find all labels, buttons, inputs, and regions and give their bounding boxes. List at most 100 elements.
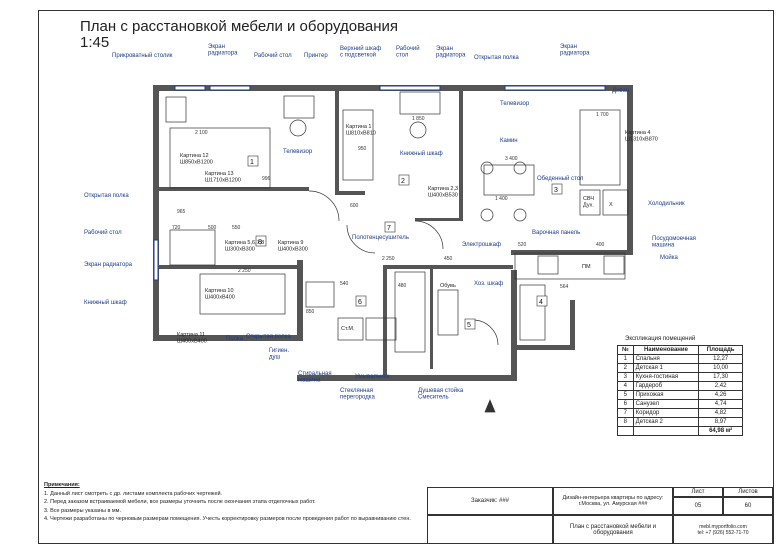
bed-2	[342, 109, 374, 181]
desk-1	[283, 95, 315, 119]
row-num: 7	[617, 408, 634, 418]
sheet-title-cell: План с расстановкой мебели и оборудовани…	[553, 515, 673, 544]
dim: 2 250	[238, 268, 251, 274]
row-name: Кухня-гостиная	[632, 372, 700, 382]
dining-chair	[513, 161, 527, 175]
room-number: 1	[250, 159, 254, 166]
row-name: Детская 2	[632, 417, 700, 427]
label-x: Х	[609, 202, 613, 208]
label-electric-oven: Электрошкаф	[462, 242, 501, 248]
label-stm: Ст.М.	[341, 326, 355, 332]
label-pm: ПМ	[582, 264, 591, 270]
row-num: 5	[617, 390, 634, 400]
desk-3	[169, 229, 216, 266]
dim: 2 100	[195, 130, 208, 136]
row-area: 8,97	[698, 417, 743, 427]
room-number: 2	[401, 178, 405, 185]
row-area: 10,00	[698, 363, 743, 373]
header-name: Наименование	[632, 345, 700, 355]
cooktop	[537, 255, 559, 275]
plan-scale: 1:45	[80, 34, 110, 51]
client: Заказчик: ###	[471, 498, 509, 504]
room-number: 5	[467, 322, 471, 329]
row-name: Гардероб	[632, 381, 700, 391]
project: Дизайн-интерьера квартиры по адресу: г.М…	[562, 495, 664, 507]
label-shelf: Полка	[226, 336, 244, 342]
dimension-labels: 2 100 996 1 850 950 1 400 2 250 1 700 96…	[172, 112, 609, 315]
row-name: Прихожая	[632, 390, 700, 400]
washing-machine-box	[337, 317, 364, 341]
label-sink: Мойка	[660, 254, 679, 261]
kitchen-counter	[514, 252, 626, 280]
dim: 540	[340, 281, 349, 287]
dim: 950	[358, 146, 367, 152]
dim: 965	[177, 209, 186, 215]
dim: 600	[350, 203, 359, 209]
note-item: 4. Чертежи разработаны по черновым разме…	[44, 516, 411, 523]
label-shoes: Обувь	[440, 283, 456, 289]
label-hoz-cabinet: Хоз. шкаф	[474, 281, 503, 287]
label-fireplace: Камин	[500, 138, 518, 144]
desk-2	[399, 91, 441, 115]
bed-1	[169, 127, 271, 189]
total-area: 64,98 м²	[698, 426, 743, 436]
fridge-oven-box	[579, 189, 601, 216]
row-area: 4,74	[698, 399, 743, 409]
sofa	[579, 109, 621, 186]
washbasin-box	[365, 317, 397, 341]
dim: 1 850	[412, 116, 425, 122]
row-name: Коридор	[632, 408, 700, 418]
dim: 850	[306, 309, 315, 315]
label-book-cabinet-1: Книжный шкаф	[400, 150, 443, 157]
label-printer: Принтер	[304, 53, 328, 59]
note-item: 1. Данный лист смотреть с др. листами ко…	[44, 490, 223, 497]
dim: 400	[596, 242, 605, 248]
label-open-shelf-2: Открытая полка	[84, 193, 129, 199]
explication-title: Экспликация помещений	[625, 336, 696, 342]
row-name: Спальня	[632, 354, 700, 364]
label-towel-heater: Полотенцесушитель	[352, 235, 409, 241]
sheet-label: Лист	[673, 487, 723, 497]
plan-title: План с расстановкой мебели и оборудовани…	[80, 18, 399, 35]
dim: 500	[208, 225, 217, 231]
sheets-count: 60	[723, 497, 773, 515]
row-num: 6	[617, 399, 634, 409]
label-tv-1: Телевизор	[500, 101, 530, 107]
label-radiator-screen-4: Экран радиатора	[84, 262, 133, 268]
header-area: Площадь	[698, 345, 743, 355]
note-item: 3. Все размеры указаны в мм.	[44, 507, 121, 514]
header-num: №	[617, 345, 634, 355]
dim: 720	[172, 225, 181, 231]
chair-1	[289, 119, 307, 137]
row-area: 12,27	[698, 354, 743, 364]
dim: 1 400	[495, 196, 508, 202]
chair-2	[409, 121, 427, 139]
fridge-box	[602, 189, 629, 216]
dining-table	[483, 164, 535, 196]
furniture	[165, 91, 629, 353]
room-number: 3	[554, 187, 558, 194]
dim: 564	[560, 284, 569, 290]
notes-heading: Примечания:	[44, 482, 80, 488]
shoe-cabinet	[437, 289, 459, 336]
